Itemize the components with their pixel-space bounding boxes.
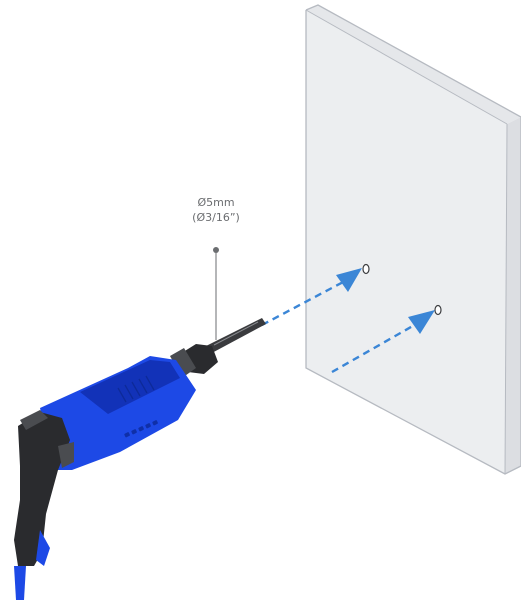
arrow-upper-head xyxy=(336,268,362,292)
drill-handle xyxy=(14,412,70,566)
hammer-drill-icon xyxy=(14,318,266,600)
drill-bit xyxy=(206,318,266,354)
arrow-lower-head xyxy=(408,310,435,334)
arrow-upper-line xyxy=(261,279,346,327)
wall-top-face xyxy=(306,5,521,124)
wall-outline xyxy=(305,4,521,475)
drill-trigger xyxy=(58,442,74,468)
size-imperial-label: (Ø3/16”) xyxy=(192,211,240,224)
bit-size-callout: Ø5mm (Ø3/16”) xyxy=(192,196,240,340)
wall-edge-line xyxy=(504,123,508,475)
size-metric-label: Ø5mm xyxy=(197,196,234,209)
drill-bit-flute xyxy=(213,321,259,346)
drill-rear-cap xyxy=(20,410,48,430)
drill-cord-guard xyxy=(14,566,26,600)
wall-front-face xyxy=(306,10,507,474)
direction-arrows xyxy=(261,268,435,374)
arrow-lower-line xyxy=(331,321,419,374)
drill-chuck-ring xyxy=(170,348,196,378)
drill-vents xyxy=(117,375,155,403)
drill-side-buttons xyxy=(124,420,158,438)
wall-panel xyxy=(305,4,521,475)
drill-housing-top xyxy=(80,360,180,414)
hole-lower xyxy=(434,304,442,316)
drill-handle-trim xyxy=(36,530,50,566)
hole-upper xyxy=(362,263,370,275)
wall-side-face xyxy=(505,117,521,474)
wall-edge-line-top xyxy=(305,9,508,125)
